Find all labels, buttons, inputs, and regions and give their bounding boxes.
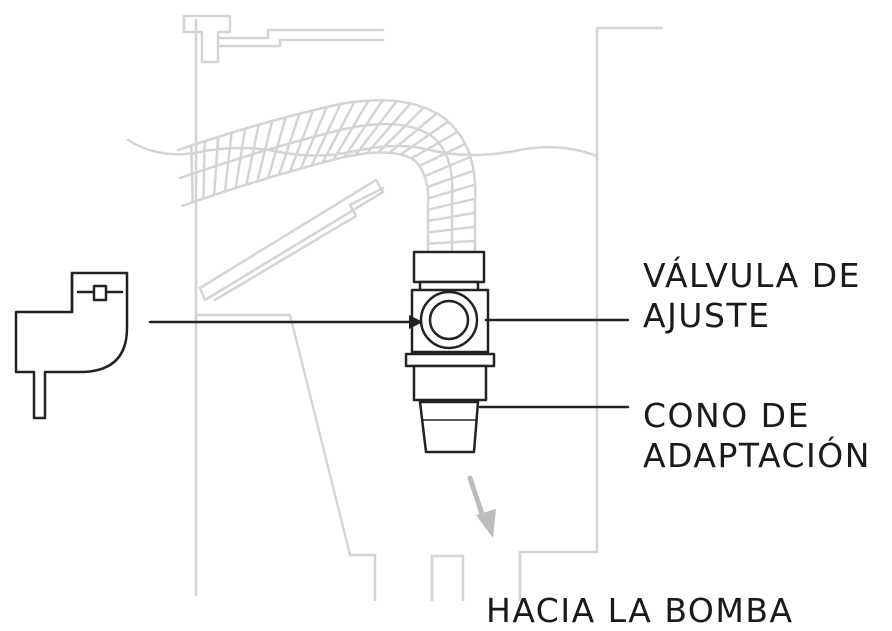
hose-rib <box>245 124 260 185</box>
hose-rib <box>427 197 476 211</box>
valve-bottom-flange <box>404 352 496 368</box>
hose-rib <box>310 103 342 167</box>
valve-bottom-collar <box>412 364 488 402</box>
hose-rib <box>410 130 459 160</box>
hose-rib <box>365 102 412 155</box>
hose-rib <box>234 128 247 189</box>
hose-rib <box>299 106 328 170</box>
hose-rib <box>427 211 476 223</box>
hose-rib <box>321 101 356 164</box>
flow-arrow-icon <box>467 475 496 538</box>
valve-label: VÁLVULA DE AJUSTE <box>643 256 861 336</box>
hose-rib <box>277 113 301 176</box>
hose-rib <box>354 100 398 156</box>
valve-label-line2: AJUSTE <box>643 296 771 335</box>
hose-rib <box>377 106 425 154</box>
hose-rib <box>427 239 476 245</box>
valve-dial-inner <box>428 299 470 341</box>
hose-rib <box>332 99 370 161</box>
hose-rib <box>202 141 206 199</box>
valve-label-line1: VÁLVULA DE <box>643 256 861 295</box>
hose-rib <box>223 132 233 192</box>
hose-rib <box>418 142 466 168</box>
adjustment-valve <box>404 250 496 402</box>
elbow-fitting <box>14 271 129 420</box>
hose-rib <box>388 112 438 154</box>
hose-rib <box>399 120 449 156</box>
hose-rib <box>288 109 315 173</box>
hose-rib <box>256 120 274 182</box>
valve-top-collar <box>412 250 486 284</box>
hose-rib <box>343 99 384 158</box>
corrugated-hose <box>176 99 477 257</box>
cone-label: CONO DE ADAPTACIÓN <box>643 396 871 476</box>
hose-rib <box>266 116 288 179</box>
pump-label: HACIA LA BOMBA <box>486 591 794 630</box>
cone-label-line2: ADAPTACIÓN <box>643 436 871 475</box>
hose-rib <box>426 169 475 189</box>
cone-label-line1: CONO DE <box>643 396 810 435</box>
hose-rib <box>427 225 476 234</box>
overflow-plate <box>198 178 385 302</box>
hose-rib <box>212 136 220 196</box>
adaptation-cone <box>418 400 480 454</box>
hose-rib <box>190 145 194 203</box>
hose-rib <box>424 155 471 178</box>
hose-rib <box>427 183 476 200</box>
